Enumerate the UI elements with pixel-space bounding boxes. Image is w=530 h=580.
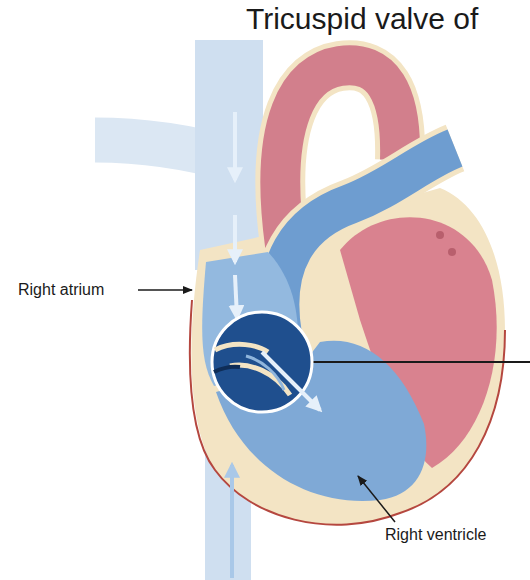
leader-line — [358, 476, 395, 522]
valve-closeup — [212, 312, 312, 412]
superior-vena-cava — [195, 40, 263, 270]
part-label: Right atrium — [18, 281, 104, 299]
part-label: Right ventricle — [385, 526, 486, 544]
leader-line — [138, 289, 192, 291]
title: Tricuspid valve of — [246, 2, 478, 36]
pulmonary-wall — [279, 148, 455, 335]
leader-line — [312, 361, 530, 363]
pulmonary-artery — [279, 148, 455, 335]
right-ventricle — [216, 341, 426, 501]
heart-wall — [191, 188, 505, 525]
